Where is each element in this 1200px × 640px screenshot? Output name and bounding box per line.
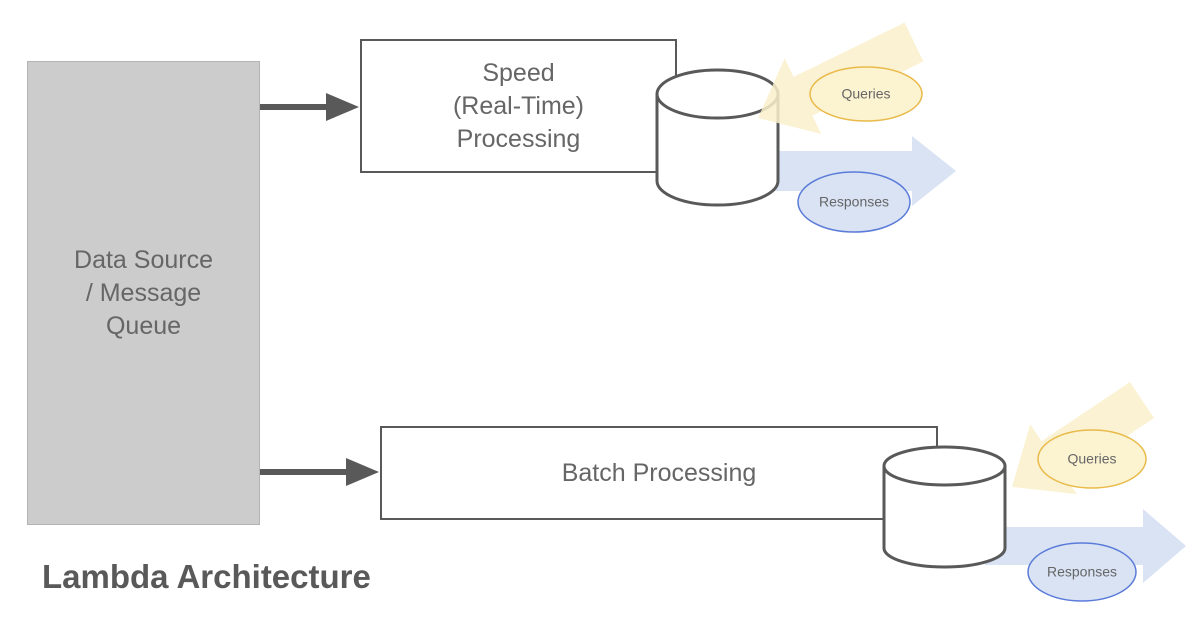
responses-ellipse-batch [1027, 542, 1137, 602]
diagram-title: Lambda Architecture [42, 558, 371, 595]
responses-label-batch: Responses [1046, 563, 1118, 580]
queries-ellipse-speed [809, 66, 923, 122]
speed-processing-label: Speed (Real-Time) Processing [452, 58, 585, 153]
batch-processing-box: Batch Processing [380, 426, 938, 520]
responses-ellipse-speed [797, 171, 911, 233]
batch-database-cylinder-icon [882, 445, 1007, 569]
speed-database-cylinder-icon [655, 68, 780, 207]
data-source-label: Data Source / Message Queue [74, 245, 213, 340]
data-source-box: Data Source / Message Queue [27, 61, 260, 525]
queries-label-speed: Queries [841, 85, 891, 102]
queries-label-batch: Queries [1067, 450, 1117, 467]
connector-arrow-to-speed [260, 93, 359, 121]
responses-label-speed: Responses [818, 193, 890, 210]
queries-ellipse-batch [1037, 429, 1147, 489]
batch-processing-label: Batch Processing [561, 458, 757, 487]
speed-processing-box: Speed (Real-Time) Processing [360, 39, 677, 173]
connector-arrow-to-batch [260, 458, 379, 486]
